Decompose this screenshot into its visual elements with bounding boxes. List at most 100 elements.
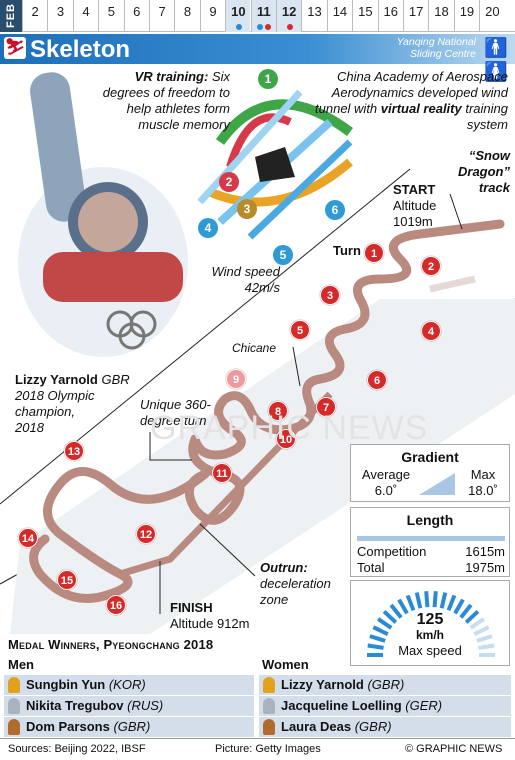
women-column-header: Women (262, 657, 309, 672)
helmet-shape (255, 147, 295, 182)
date-number: 11 (256, 4, 271, 19)
arrow-number-1: 1 (258, 69, 278, 89)
medal-athlete-name: Jacqueline Loelling (281, 698, 402, 713)
start-altitude-value: 1019m (393, 214, 433, 229)
date-number: 20 (485, 4, 500, 19)
speed-gauge-tick (369, 634, 386, 643)
length-title: Length (406, 512, 454, 528)
men-women-icon: 🚹🚺 (484, 38, 508, 83)
event-dot (235, 24, 242, 30)
athlete-name: Lizzy Yarnold (15, 372, 98, 387)
medal-athlete-country: (GBR) (367, 677, 405, 692)
track-lower-section (29, 467, 210, 603)
medal-row: Jacqueline Loelling (GER) (259, 696, 511, 716)
turn-marker-16: 16 (106, 595, 126, 615)
start-label: START (393, 182, 436, 197)
chicane-label: Chicane (232, 341, 277, 355)
speed-label: Max speed (398, 643, 462, 658)
date-cell: 14 (326, 0, 352, 32)
gradient-max-label: Max (470, 467, 496, 482)
date-number: 12 (281, 4, 297, 19)
length-box: Length Competition 1615m Total 1975m (350, 507, 510, 577)
turn-marker-14: 14 (18, 528, 38, 548)
speed-gauge-tick (397, 598, 409, 615)
title-bar (0, 34, 515, 64)
date-number: 17 (408, 4, 424, 19)
vr-training-note: VR training: Six degrees of freedom to h… (95, 69, 230, 133)
date-number: 9 (209, 4, 217, 19)
speed-gauge-tick (432, 591, 438, 608)
vr-training-text: Six degrees of freedom to help athletes … (102, 69, 230, 132)
date-number: 7 (158, 4, 166, 19)
medal-table-title: Medal Winners, Pyeongchang 2018 (8, 637, 213, 652)
turn-marker-4: 4 (421, 321, 441, 341)
turn-label: Turn (333, 243, 361, 258)
start-pointer (449, 193, 463, 230)
date-cell: 11 (250, 0, 276, 32)
speed-gauge-tick (478, 643, 495, 650)
vr-training-lead: VR training: (134, 69, 209, 84)
date-number: 4 (82, 4, 90, 19)
date-number: 6 (133, 4, 141, 19)
speed-gauge-tick (376, 617, 393, 630)
medal-row: Laura Deas (GBR) (259, 717, 511, 737)
outrun-pointer (199, 523, 256, 577)
length-total-label: Total (357, 560, 385, 575)
track-360-turn (184, 434, 245, 525)
date-number: 19 (459, 4, 475, 19)
wind-speed-label: Wind speed (211, 264, 280, 279)
outrun-text: deceleration zone (260, 576, 331, 607)
date-cell: 18 (428, 0, 453, 32)
gradient-max-value: 18.0˚ (468, 483, 498, 498)
gradient-avg-label: Average (361, 467, 411, 482)
medal-athlete-country: (GBR) (354, 719, 392, 734)
speed-value: 125 (416, 611, 444, 628)
rotation-arrow-orange (208, 158, 353, 207)
date-cell: 15 (352, 0, 377, 32)
date-cell: 7 (149, 0, 174, 32)
date-number: 2 (31, 4, 39, 19)
date-cell: 2 (22, 0, 47, 32)
gold-medal-athlete-icon (263, 677, 275, 693)
academy-text: China Academy of Aerospace Aerodynamics … (315, 69, 508, 116)
gradient-title: Gradient (401, 449, 459, 465)
turn-marker-5: 5 (290, 320, 310, 340)
athlete-country: GBR (101, 372, 130, 387)
speed-gauge (367, 591, 495, 657)
rotation-arrow-red (226, 113, 292, 169)
start-altitude-label: Altitude (393, 198, 437, 213)
athlete-illustration (18, 72, 188, 357)
academy-note: China Academy of Aerospace Aerodynamics … (300, 69, 508, 133)
medal-row: Dom Parsons (GBR) (4, 717, 254, 737)
date-number: 16 (383, 4, 398, 19)
venue-label: Yanqing National Sliding Centre (396, 36, 476, 60)
footer-picture-credit: Picture: Getty Images (215, 743, 321, 755)
watermark: GRAPHIC NEWS (150, 409, 429, 447)
footer-copyright: © GRAPHIC NEWS (405, 743, 503, 755)
athlete-caption: Lizzy Yarnold GBR 2018 Olympic champion,… (15, 372, 135, 436)
page-title: Skeleton (30, 36, 131, 63)
speed-gauge-tick (414, 592, 423, 609)
speed-unit: km/h (415, 628, 444, 642)
medal-athlete-name: Laura Deas (281, 719, 352, 734)
speed-gauge-tick (464, 610, 480, 624)
speed-gauge-tick (476, 634, 493, 643)
academy-bold: virtual reality (380, 101, 462, 116)
medal-row: Lizzy Yarnold (GBR) (259, 675, 511, 695)
arrow-number-3: 3 (237, 199, 257, 219)
month-tab: FEB (0, 0, 22, 32)
finish-altitude: Altitude 912m (170, 616, 250, 631)
turn-marker-10: 10 (276, 429, 296, 449)
gradient-avg-value: 6.0˚ (374, 483, 398, 498)
men-column-header: Men (8, 657, 34, 672)
arrow-number-5: 5 (273, 245, 293, 265)
finish-label: FINISH (170, 600, 213, 615)
medal-athlete-name: Lizzy Yarnold (281, 677, 364, 692)
unique-turn-pointer (149, 432, 192, 461)
date-cell: 16 (377, 0, 403, 32)
arrow-number-2: 2 (219, 172, 239, 192)
speed-gauge-tick (469, 617, 486, 630)
date-number: 8 (183, 4, 192, 19)
event-dot (257, 24, 264, 30)
length-competition-value: 1615m (465, 544, 505, 559)
